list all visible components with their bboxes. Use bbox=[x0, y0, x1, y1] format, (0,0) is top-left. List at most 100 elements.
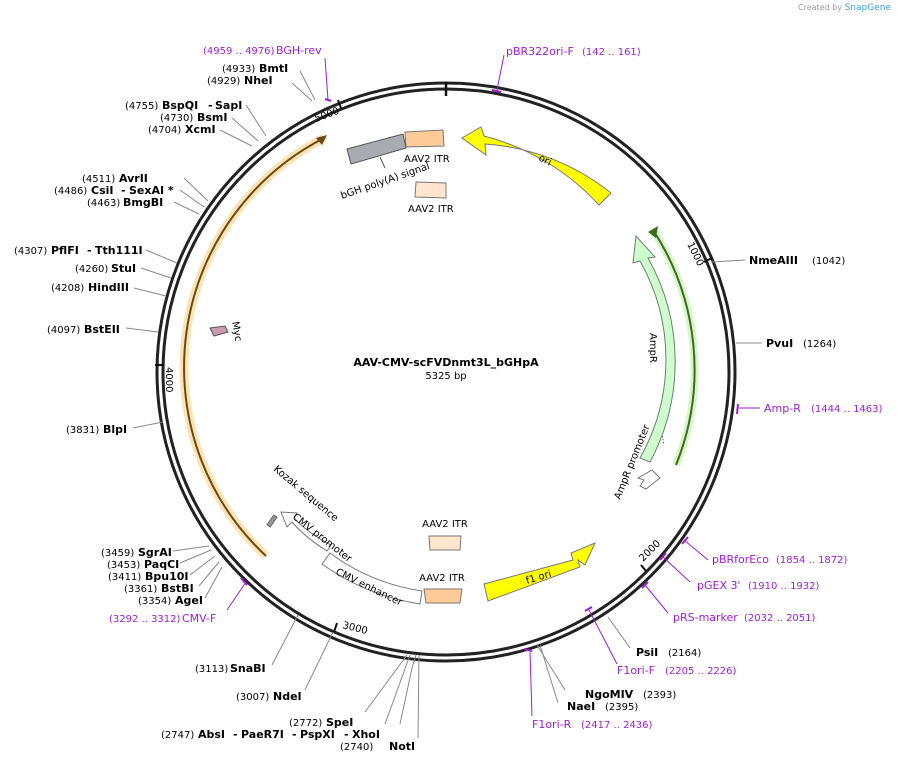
site-noti: NotI bbox=[389, 740, 415, 753]
primer-pbrforeco-range: (1854 .. 1872) bbox=[776, 555, 848, 566]
aav2-itr-bottom-feature bbox=[423, 588, 463, 604]
site-psii: PsiI bbox=[636, 646, 658, 659]
site-spei: SpeI bbox=[326, 716, 353, 729]
site-sexai: SexAI * bbox=[129, 184, 174, 197]
site-bmgbi-pos: (4463) bbox=[87, 198, 120, 209]
site-bmti-pos: (4933) bbox=[222, 64, 255, 75]
site-absi: AbsI bbox=[198, 728, 225, 741]
ori-feature bbox=[461, 126, 612, 206]
site-bmgbi: BmgBI bbox=[123, 196, 163, 209]
primer-amp-r-range: (1444 .. 1463) bbox=[811, 404, 883, 415]
svg-text:-: - bbox=[233, 728, 238, 741]
svg-text:-: - bbox=[292, 728, 297, 741]
kozak-label: Kozak sequence bbox=[271, 464, 340, 524]
site-hindiii-pos: (4208) bbox=[51, 283, 84, 294]
site-snabi-pos: (3113) bbox=[195, 664, 228, 675]
ampr-promoter-label: AmpR promoter bbox=[613, 423, 653, 502]
aav2-itr-top2-label: AAV2 ITR bbox=[408, 204, 454, 215]
site-pspxi: PspXI bbox=[300, 728, 335, 741]
site-bpu10i-pos: (3411) bbox=[108, 572, 141, 583]
primer-prs-marker: pRS-marker bbox=[673, 611, 738, 624]
site-nmeaiii: NmeAIII bbox=[749, 254, 798, 267]
ampr-dots: ··· bbox=[656, 435, 667, 445]
site-noti-pos: (2740) bbox=[340, 742, 373, 753]
primer-amp-r: Amp-R bbox=[764, 402, 801, 415]
cmv-promoter-feature bbox=[280, 511, 332, 552]
site-agei-pos: (3354) bbox=[138, 596, 171, 607]
site-csii: CsiI bbox=[91, 184, 113, 197]
ampr-feature bbox=[632, 234, 676, 463]
myc-label: Myc bbox=[229, 321, 243, 343]
primer-pbr322ori-f: pBR322ori-F bbox=[506, 45, 574, 58]
primer-bgh-rev: BGH-rev bbox=[276, 44, 322, 57]
aav2-itr-top-label: AAV2 ITR bbox=[404, 154, 450, 165]
site-pvui-pos: (1264) bbox=[803, 339, 836, 350]
site-sapi: SapI bbox=[215, 99, 242, 112]
site-blpi: BlpI bbox=[103, 423, 127, 436]
orf-right-line bbox=[652, 229, 696, 466]
site-bpu10i: Bpu10I bbox=[145, 570, 189, 583]
site-pflfi-pos: (4307) bbox=[14, 246, 47, 257]
site-absi-pos: (2747) bbox=[161, 730, 194, 741]
site-bspqi-pos: (4755) bbox=[125, 101, 158, 112]
site-csii-pos: (4486) bbox=[54, 186, 87, 197]
site-nhei: NheI bbox=[244, 74, 273, 87]
cmv-promoter-label: CMV promoter bbox=[290, 512, 354, 566]
site-paer7i: PaeR7I bbox=[241, 728, 284, 741]
site-ndei: NdeI bbox=[273, 690, 302, 703]
svg-text:4000: 4000 bbox=[163, 367, 174, 392]
site-nmeaiii-pos: (1042) bbox=[812, 256, 845, 267]
aav2-itr-top2-feature bbox=[414, 181, 447, 199]
tick-4000: 4000 bbox=[155, 364, 174, 392]
aav2-itr-middle-label: AAV2 ITR bbox=[422, 519, 468, 530]
site-agei: AgeI bbox=[175, 594, 203, 607]
svg-text:-: - bbox=[344, 728, 349, 741]
site-stui: StuI bbox=[111, 262, 136, 275]
site-spei-pos: (2772) bbox=[289, 718, 322, 729]
orf-left-arrowhead bbox=[316, 135, 327, 145]
site-tth111i: Tth111I bbox=[95, 244, 143, 257]
primer-cmv-f-range: (3292 .. 3312) bbox=[109, 614, 181, 625]
site-naei-pos: (2395) bbox=[605, 702, 638, 713]
primer-f1ori-r: F1ori-R bbox=[532, 718, 572, 731]
site-pvui: PvuI bbox=[766, 337, 793, 350]
snapgene-credit: Created by SnapGene bbox=[798, 3, 891, 13]
site-bsteii: BstEII bbox=[84, 323, 120, 336]
site-naei: NaeI bbox=[567, 700, 595, 713]
primer-pgex3-range: (1910 .. 1932) bbox=[748, 581, 820, 592]
aav2-itr-middle-feature bbox=[428, 535, 462, 551]
ori-label: ori bbox=[537, 153, 553, 168]
primer-cmv-f: CMV-F bbox=[182, 612, 216, 625]
site-xcmi: XcmI bbox=[185, 123, 216, 136]
credit-prefix: Created by bbox=[798, 3, 843, 12]
bgh-polya-feature bbox=[346, 133, 407, 165]
site-bsmi-pos: (4730) bbox=[160, 113, 193, 124]
primer-bgh-rev-range: (4959 .. 4976) bbox=[203, 46, 275, 57]
aav2-itr-bottom-label: AAV2 ITR bbox=[419, 573, 465, 584]
ampr-label: AmpR bbox=[647, 333, 658, 363]
primer-pbrforeco: pBRforEco bbox=[712, 553, 769, 566]
site-sgrai: SgrAI bbox=[138, 546, 172, 559]
site-avrii: AvrII bbox=[119, 172, 148, 185]
site-bsteii-pos: (4097) bbox=[47, 325, 80, 336]
site-bstbi: BstBI bbox=[161, 582, 194, 595]
primer-prs-marker-range: (2032 .. 2051) bbox=[744, 613, 816, 624]
site-paqci-pos: (3453) bbox=[107, 560, 140, 571]
site-blpi-pos: (3831) bbox=[66, 425, 99, 436]
primer-f1ori-r-range: (2417 .. 2436) bbox=[581, 720, 653, 731]
site-avrii-pos: (4511) bbox=[82, 174, 115, 185]
site-paqci: PaqCI bbox=[144, 558, 179, 571]
credit-brand: SnapGene bbox=[844, 3, 891, 13]
cmv-enhancer-feature bbox=[321, 552, 423, 605]
myc-feature bbox=[209, 325, 229, 337]
primer-f1ori-f: F1ori-F bbox=[617, 664, 655, 677]
plasmid-name: AAV-CMV-scFVDnmt3L_bGHpA bbox=[353, 356, 539, 369]
site-xhoi: XhoI bbox=[352, 728, 380, 741]
site-ngomiv: NgoMIV bbox=[585, 688, 634, 701]
site-hindiii: HindIII bbox=[88, 281, 129, 294]
ampr-promoter-feature bbox=[636, 469, 661, 490]
site-nhei-pos: (4929) bbox=[207, 76, 240, 87]
site-xcmi-pos: (4704) bbox=[148, 125, 181, 136]
svg-text:-: - bbox=[121, 184, 126, 197]
